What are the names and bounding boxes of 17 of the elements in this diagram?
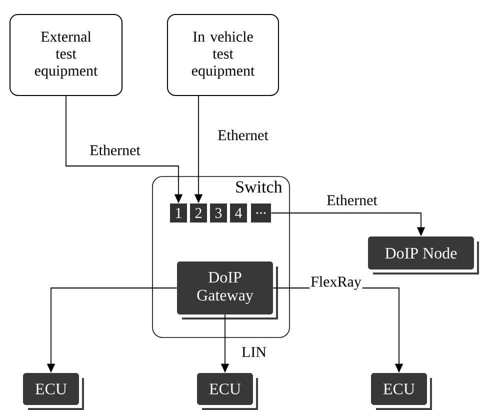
edge-label: Ethernet xyxy=(216,128,270,142)
equipment-box: In vehicle test equipment xyxy=(167,14,279,96)
ecu-box: ECU xyxy=(371,372,432,410)
edge-label: LIN xyxy=(240,346,268,358)
ecu-box: ECU xyxy=(197,372,258,410)
ecu-box: ECU xyxy=(23,372,84,410)
port-box: 1 xyxy=(170,204,187,222)
port-box: 4 xyxy=(230,204,247,222)
node-box: DoIP Node xyxy=(368,236,479,274)
port-box: 3 xyxy=(210,204,227,222)
edge-label: FlexRay xyxy=(310,275,362,291)
equipment-box: External test equipment xyxy=(10,14,122,96)
edge-label: Ethernet xyxy=(88,144,142,156)
port-box: 2 xyxy=(190,204,207,222)
edge-label: Ethernet xyxy=(326,194,378,206)
port-box: ... xyxy=(251,204,271,222)
gateway-box: DoIP Gateway xyxy=(177,262,278,320)
